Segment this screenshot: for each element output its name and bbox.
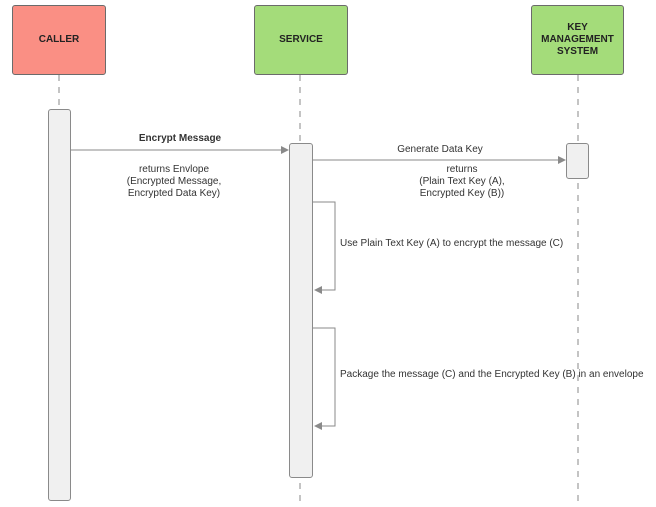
caller-actor-box: CALLER [12, 5, 106, 75]
package-message-label: Package the message (C) and the Encrypte… [340, 369, 644, 380]
kms-actor-box: KEY MANAGEMENT SYSTEM [531, 5, 624, 75]
caller-activation-bar [48, 109, 71, 501]
kms-activation-bar [566, 143, 589, 179]
service-actor-box: SERVICE [254, 5, 348, 75]
service-activation-bar [289, 143, 313, 478]
encrypt-message-label: Encrypt Message [138, 133, 222, 144]
returns-envelope-label: returns Envlope (Encrypted Message, Encr… [126, 164, 222, 199]
self-call-package-arrow [313, 327, 336, 430]
returns-keys-label: returns (Plain Text Key (A), Encrypted K… [419, 164, 505, 199]
self-call-encrypt-arrow [313, 201, 336, 294]
generate-data-key-label: Generate Data Key [397, 144, 483, 155]
use-plain-text-key-label: Use Plain Text Key (A) to encrypt the me… [340, 238, 564, 249]
